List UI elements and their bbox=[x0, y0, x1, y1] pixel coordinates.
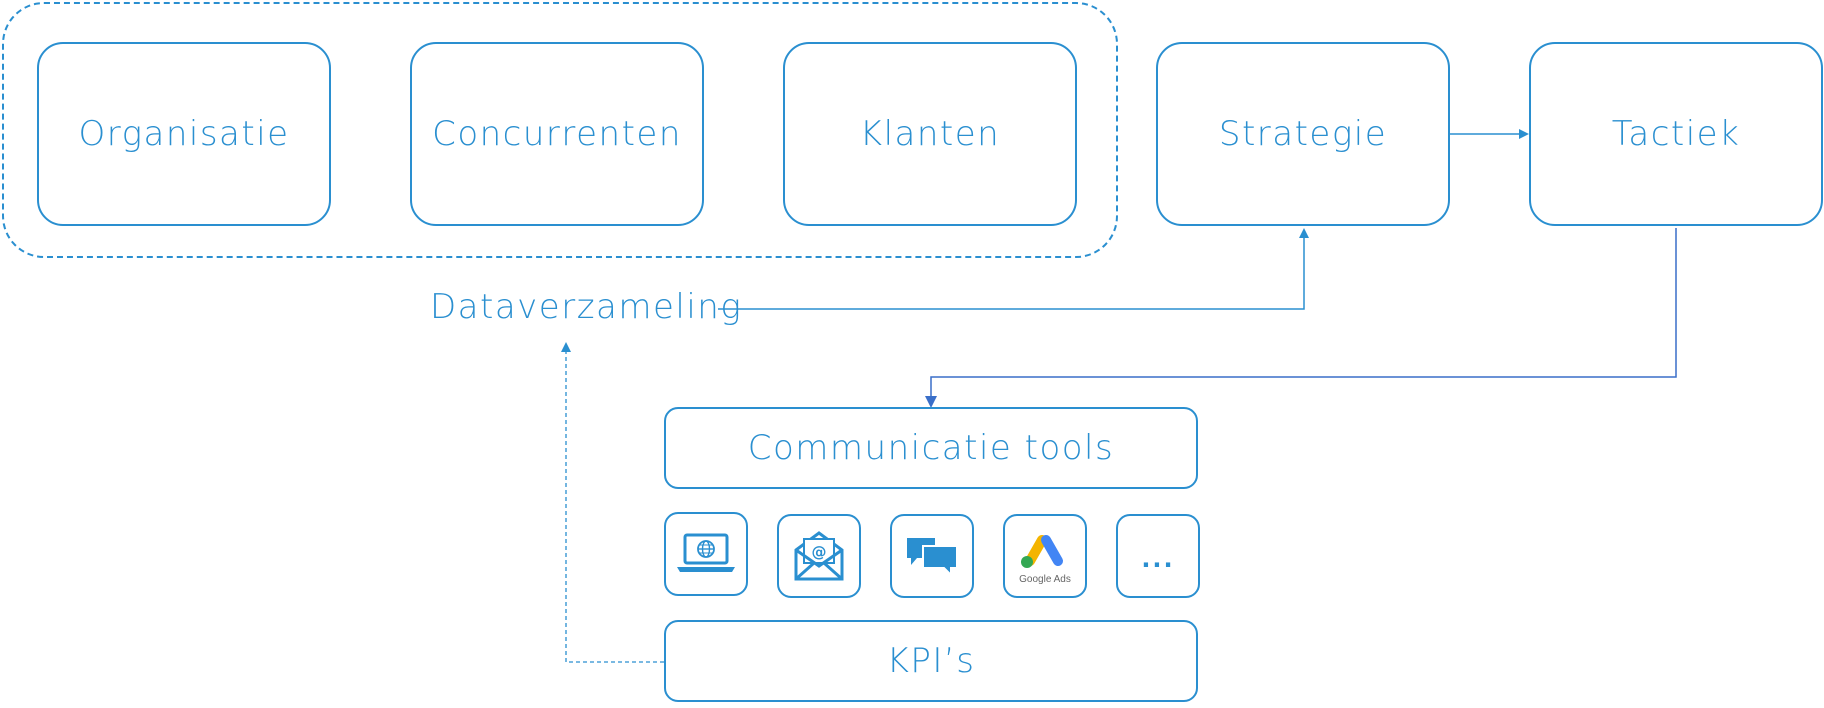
svg-text:@: @ bbox=[812, 543, 827, 561]
tool-more: ... bbox=[1116, 514, 1200, 598]
node-competitors: Concurrenten bbox=[410, 42, 704, 226]
chat-icon bbox=[907, 538, 958, 578]
tool-email: @ bbox=[777, 514, 861, 598]
node-organisation-label: Organisatie bbox=[78, 114, 290, 154]
tool-website bbox=[664, 512, 748, 596]
node-tactics: Tactiek bbox=[1529, 42, 1823, 226]
node-kpis-label: KPI’s bbox=[886, 641, 976, 681]
node-communication-tools: Communicatie tools bbox=[664, 407, 1198, 489]
tool-chat bbox=[890, 514, 974, 598]
node-kpis: KPI’s bbox=[664, 620, 1198, 702]
node-communication-tools-label: Communicatie tools bbox=[747, 428, 1115, 468]
arrow-kpis-to-data bbox=[561, 342, 664, 663]
node-customers-label: Klanten bbox=[859, 114, 1001, 154]
data-sources-group bbox=[2, 2, 1118, 258]
node-tactics-label: Tactiek bbox=[1611, 114, 1741, 154]
node-organisation: Organisatie bbox=[37, 42, 331, 226]
node-customers: Klanten bbox=[783, 42, 1077, 226]
node-competitors-label: Concurrenten bbox=[432, 114, 682, 154]
node-strategy-label: Strategie bbox=[1218, 114, 1388, 154]
node-strategy: Strategie bbox=[1156, 42, 1450, 226]
more-icon: ... bbox=[1141, 545, 1175, 573]
email-icon: @ bbox=[794, 531, 844, 581]
google-ads-icon: Google Ads bbox=[1019, 535, 1071, 585]
laptop-globe-icon bbox=[677, 533, 735, 572]
google-ads-text: Google Ads bbox=[1019, 574, 1071, 585]
data-collection-label: Dataverzameling bbox=[430, 287, 743, 327]
tool-google-ads: Google Ads bbox=[1003, 514, 1087, 598]
